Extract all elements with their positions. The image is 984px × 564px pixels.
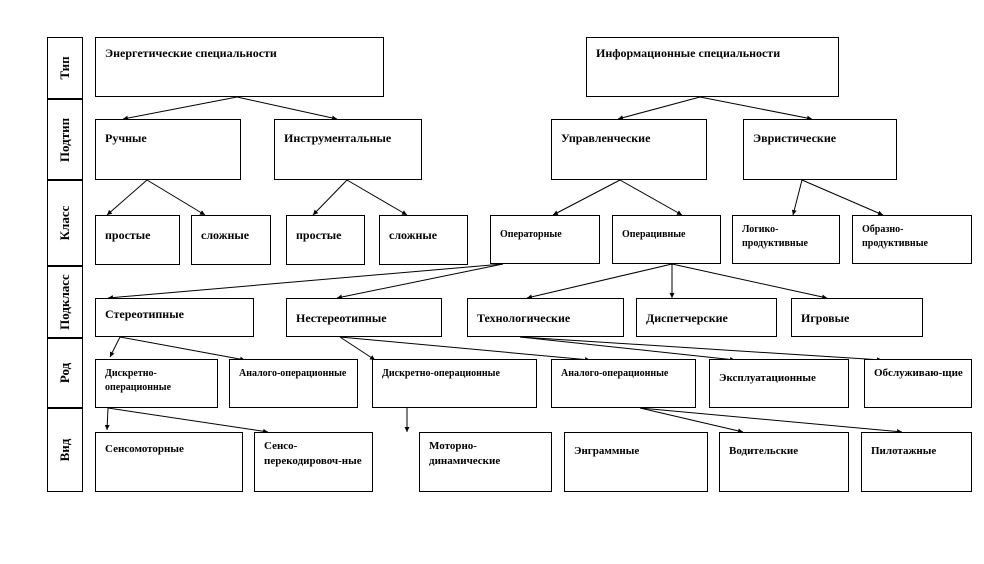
row-label-type: Тип: [47, 37, 83, 99]
node-complex-2: сложные: [379, 215, 468, 265]
node-motor-dynamic: Моторно-динамические: [419, 432, 552, 492]
node-operational: Операцивные: [612, 215, 721, 264]
node-engram: Энграммные: [564, 432, 708, 492]
node-operator: Операторные: [490, 215, 600, 264]
node-game: Игровые: [791, 298, 923, 337]
node-sensomotor: Сенсомоторные: [95, 432, 243, 492]
row-label-subclass: Подкласс: [47, 266, 83, 338]
node-heuristic: Эвристические: [743, 119, 897, 180]
node-info-specialties: Информационные специальности: [586, 37, 839, 97]
row-label-class: Класс: [47, 180, 83, 266]
node-analog-operational-1: Аналого-операционные: [229, 359, 358, 408]
node-stereotypical: Стереотипные: [95, 298, 254, 337]
node-complex-1: сложные: [191, 215, 271, 265]
node-instrumental: Инструментальные: [274, 119, 422, 180]
node-nonstereotypical: Нестереотипные: [286, 298, 442, 337]
row-label-genus: Род: [47, 338, 83, 408]
node-servicing: Обслуживаю-щие: [864, 359, 972, 408]
node-simple-2: простые: [286, 215, 365, 265]
node-exploitation: Эксплуатационные: [709, 359, 849, 408]
node-discrete-operational-1: Дискретно-операционные: [95, 359, 218, 408]
node-managerial: Управленческие: [551, 119, 707, 180]
node-simple-1: простые: [95, 215, 180, 265]
row-label-subtype: Подтип: [47, 99, 83, 180]
node-technological: Технологические: [467, 298, 624, 337]
node-driver: Водительские: [719, 432, 849, 492]
node-discrete-operational-2: Дискретно-операционные: [372, 359, 537, 408]
node-energy-specialties: Энергетические специальности: [95, 37, 384, 97]
node-dispatcher: Диспетчерские: [636, 298, 777, 337]
node-manual: Ручные: [95, 119, 241, 180]
row-label-species: Вид: [47, 408, 83, 492]
node-analog-operational-2: Аналого-операционные: [551, 359, 696, 408]
node-logical-productive: Логико-продуктивные: [732, 215, 840, 264]
node-pilot: Пилотажные: [861, 432, 972, 492]
node-sensorecoding: Сенсо-перекодировоч-ные: [254, 432, 373, 492]
node-figurative-productive: Образно-продуктивные: [852, 215, 972, 264]
